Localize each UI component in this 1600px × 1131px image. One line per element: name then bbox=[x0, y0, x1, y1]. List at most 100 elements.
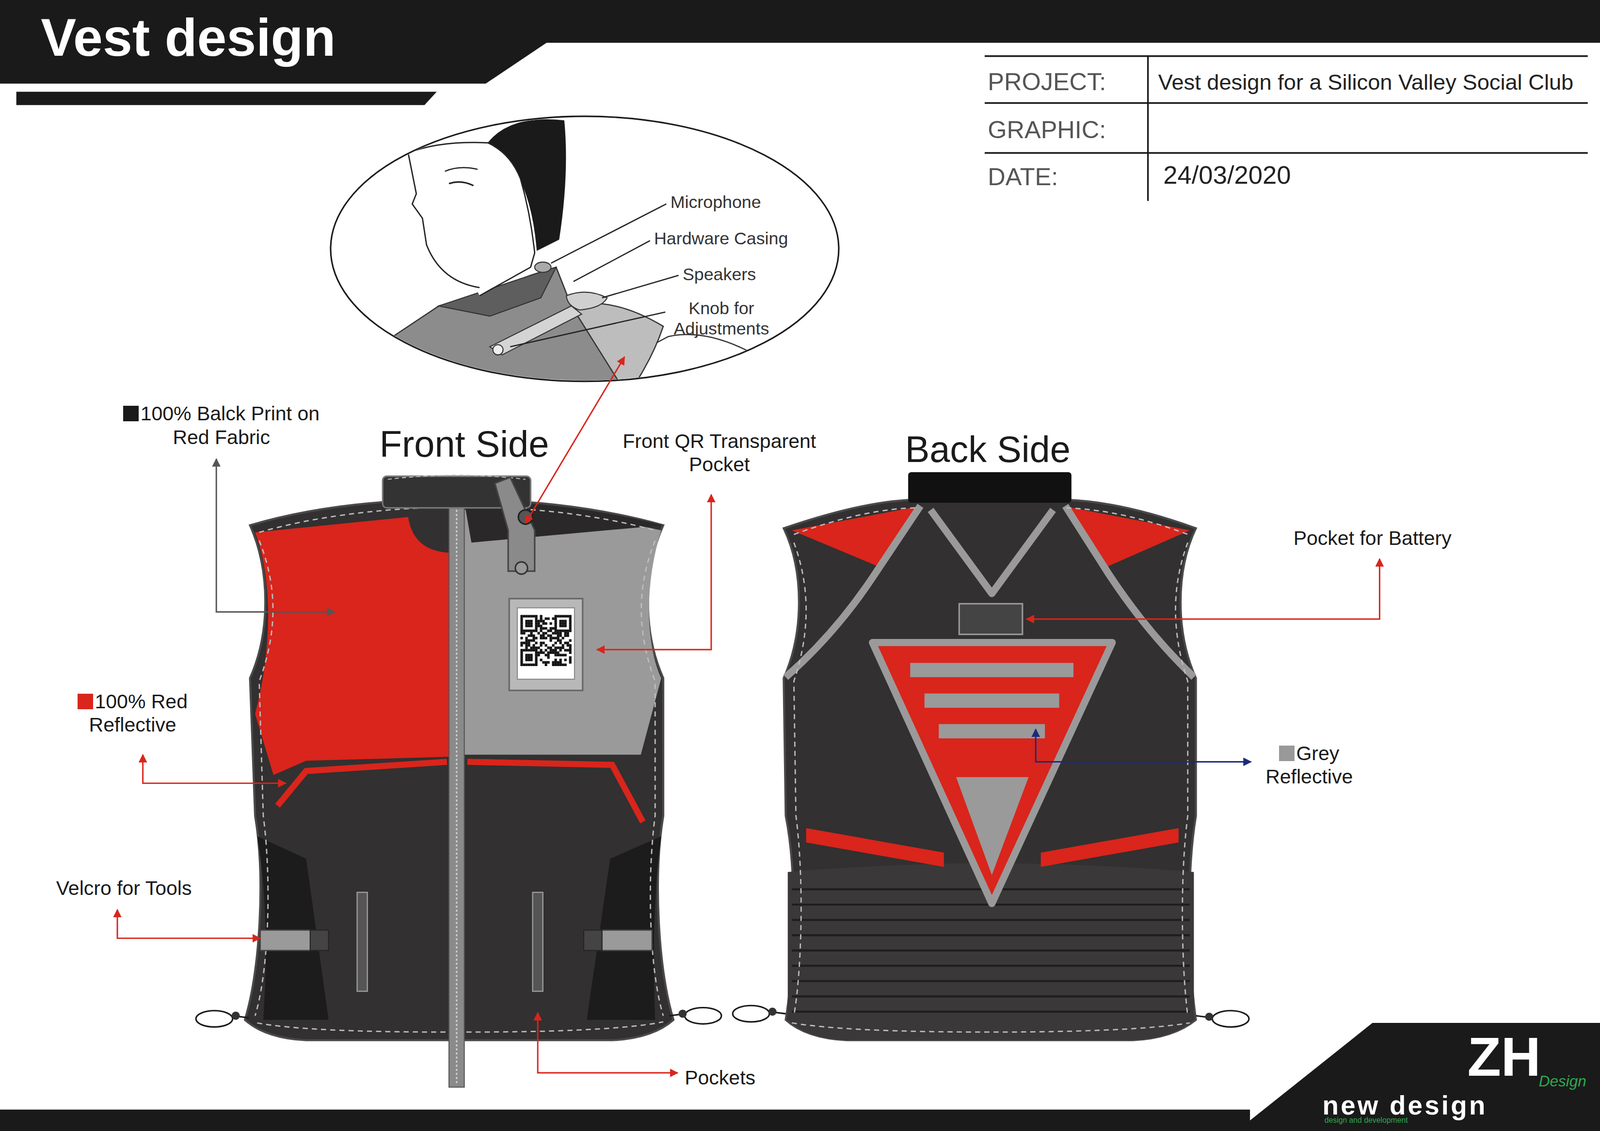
logo-text-slot: design and development bbox=[1324, 1116, 1408, 1126]
qr-code bbox=[569, 656, 572, 659]
callout-label-slot: Pockets bbox=[684, 1066, 756, 1090]
qr-code bbox=[559, 658, 562, 662]
qr-code bbox=[569, 649, 572, 652]
qr-code bbox=[537, 654, 540, 657]
qr-code bbox=[534, 627, 538, 630]
qr-code bbox=[544, 663, 547, 667]
logo-mark-slot: ZH bbox=[1467, 1024, 1541, 1090]
logo-text: Design bbox=[1538, 1072, 1587, 1090]
title-table-lines bbox=[984, 152, 1588, 154]
drawstrings bbox=[195, 1010, 233, 1028]
qr-code bbox=[539, 617, 543, 621]
qr-code bbox=[532, 644, 535, 647]
qr-code bbox=[534, 622, 538, 625]
qr-code bbox=[539, 629, 543, 633]
qr-code bbox=[554, 624, 557, 628]
qr-code bbox=[554, 646, 557, 650]
detail-leader-lines bbox=[510, 312, 666, 348]
front-vest bbox=[357, 892, 368, 992]
qr-code bbox=[546, 617, 550, 621]
stitching bbox=[791, 508, 1190, 1033]
table-value-slot: Vest design for a Silicon Valley Social … bbox=[1158, 69, 1574, 96]
qr-code bbox=[527, 644, 530, 647]
qr-code bbox=[520, 663, 523, 667]
part-name: Speakers bbox=[682, 264, 756, 285]
back-vest bbox=[768, 1007, 777, 1016]
qr-code bbox=[561, 615, 565, 618]
qr-code bbox=[557, 654, 560, 657]
qr-code bbox=[569, 644, 572, 647]
qr-code bbox=[551, 637, 555, 640]
header-bars bbox=[16, 91, 437, 105]
qr-code bbox=[561, 654, 565, 657]
qr-code bbox=[520, 615, 523, 618]
qr-code bbox=[539, 658, 543, 662]
qr-code bbox=[569, 646, 572, 650]
wearer-sketch bbox=[445, 167, 478, 172]
qr-code bbox=[520, 644, 523, 647]
qr-code bbox=[542, 622, 545, 625]
qr-code bbox=[551, 644, 555, 647]
qr-code bbox=[554, 654, 557, 657]
qr-code bbox=[537, 651, 540, 655]
qr-code bbox=[542, 637, 545, 640]
qr-code bbox=[532, 649, 535, 652]
qr-code bbox=[549, 646, 552, 650]
qr-code bbox=[566, 644, 570, 647]
qr-code bbox=[542, 634, 545, 638]
qr-code bbox=[525, 622, 528, 625]
qr-code bbox=[557, 629, 560, 633]
back-vest bbox=[924, 693, 1060, 708]
qr-code bbox=[561, 622, 565, 625]
qr-code bbox=[527, 622, 530, 625]
qr-code bbox=[554, 661, 557, 664]
qr-code bbox=[551, 627, 555, 630]
qr-code bbox=[539, 651, 543, 655]
qr-code bbox=[559, 663, 562, 667]
qr-code bbox=[569, 615, 572, 618]
qr-code bbox=[554, 615, 557, 618]
qr-code bbox=[564, 654, 567, 657]
title-table-lines bbox=[984, 55, 1588, 57]
qr-code bbox=[542, 632, 545, 635]
qr-code bbox=[561, 624, 565, 628]
stitching bbox=[466, 1022, 664, 1033]
qr-code bbox=[549, 639, 552, 642]
qr-code bbox=[561, 644, 565, 647]
back-vest bbox=[783, 499, 1196, 1041]
legend-swatch bbox=[77, 693, 94, 710]
wearer-sketch bbox=[534, 262, 552, 273]
qr-code bbox=[549, 649, 552, 652]
leader-arrows bbox=[117, 909, 261, 939]
qr-code bbox=[549, 622, 552, 625]
qr-code bbox=[559, 649, 562, 652]
part-name-slot: Speakers bbox=[682, 264, 756, 285]
qr-code bbox=[529, 646, 533, 650]
qr-code bbox=[529, 632, 533, 635]
qr-code bbox=[564, 641, 567, 645]
ribbing bbox=[791, 995, 1190, 998]
qr-code bbox=[534, 651, 538, 655]
qr-code bbox=[522, 641, 526, 645]
back-vest bbox=[1205, 1012, 1214, 1022]
qr-code bbox=[564, 615, 567, 618]
qr-code bbox=[520, 658, 523, 662]
qr-code bbox=[544, 654, 547, 657]
front-vest bbox=[467, 761, 643, 822]
qr-code bbox=[539, 634, 543, 638]
qr-code bbox=[557, 634, 560, 638]
title-slot: Vest design bbox=[40, 6, 336, 69]
qr-code bbox=[554, 649, 557, 652]
qr-code bbox=[559, 620, 562, 623]
qr-code bbox=[557, 661, 560, 664]
qr-code bbox=[559, 622, 562, 625]
logo-text: new design bbox=[1322, 1090, 1488, 1121]
qr-code bbox=[534, 649, 538, 652]
qr-code bbox=[554, 641, 557, 645]
back-vest bbox=[908, 472, 1072, 503]
qr-code bbox=[554, 617, 557, 621]
qr-code bbox=[564, 632, 567, 635]
qr-code bbox=[546, 651, 550, 655]
